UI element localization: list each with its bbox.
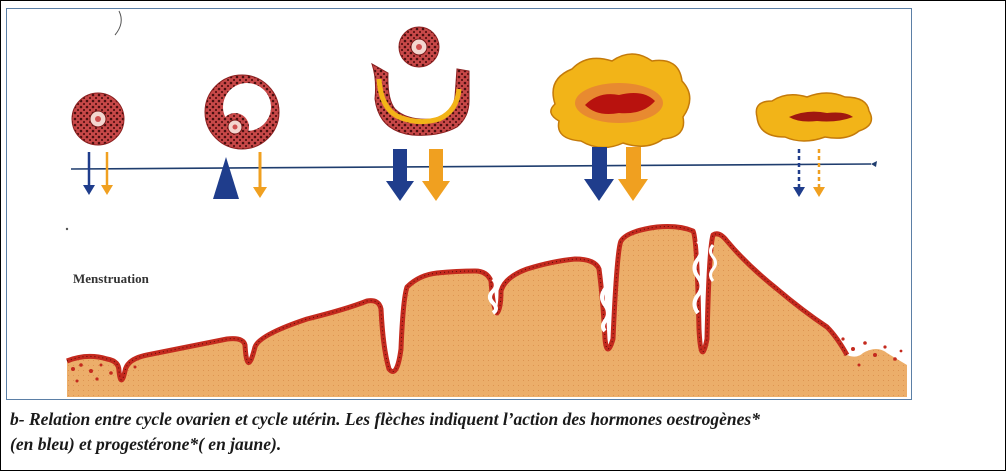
diagram-figure: Menstruation [6,8,912,400]
ovulation [372,27,469,135]
follicle-small [72,93,124,145]
corpus-luteum [551,54,690,148]
endometrium [67,227,907,398]
ovarian-uterine-cycle-diagram [7,9,913,401]
pen-mark [115,11,121,35]
arrows-stage-5 [793,149,825,197]
arrows-stage-1 [83,152,113,195]
menstruation-label: Menstruation [73,271,149,287]
arrows-stage-2 [213,152,267,199]
follicle-growing [205,75,279,149]
arrows-stage-3 [386,149,450,201]
axis-line [71,164,871,169]
caption-line-2: (en bleu) et progestérone*( en jaune). [10,432,1000,457]
corpus-luteum-regressing [756,93,871,141]
figure-caption: b- Relation entre cycle ovarien et cycle… [10,407,1000,457]
arrows-stage-4 [584,147,648,201]
caption-line-1: b- Relation entre cycle ovarien et cycle… [10,407,1000,432]
